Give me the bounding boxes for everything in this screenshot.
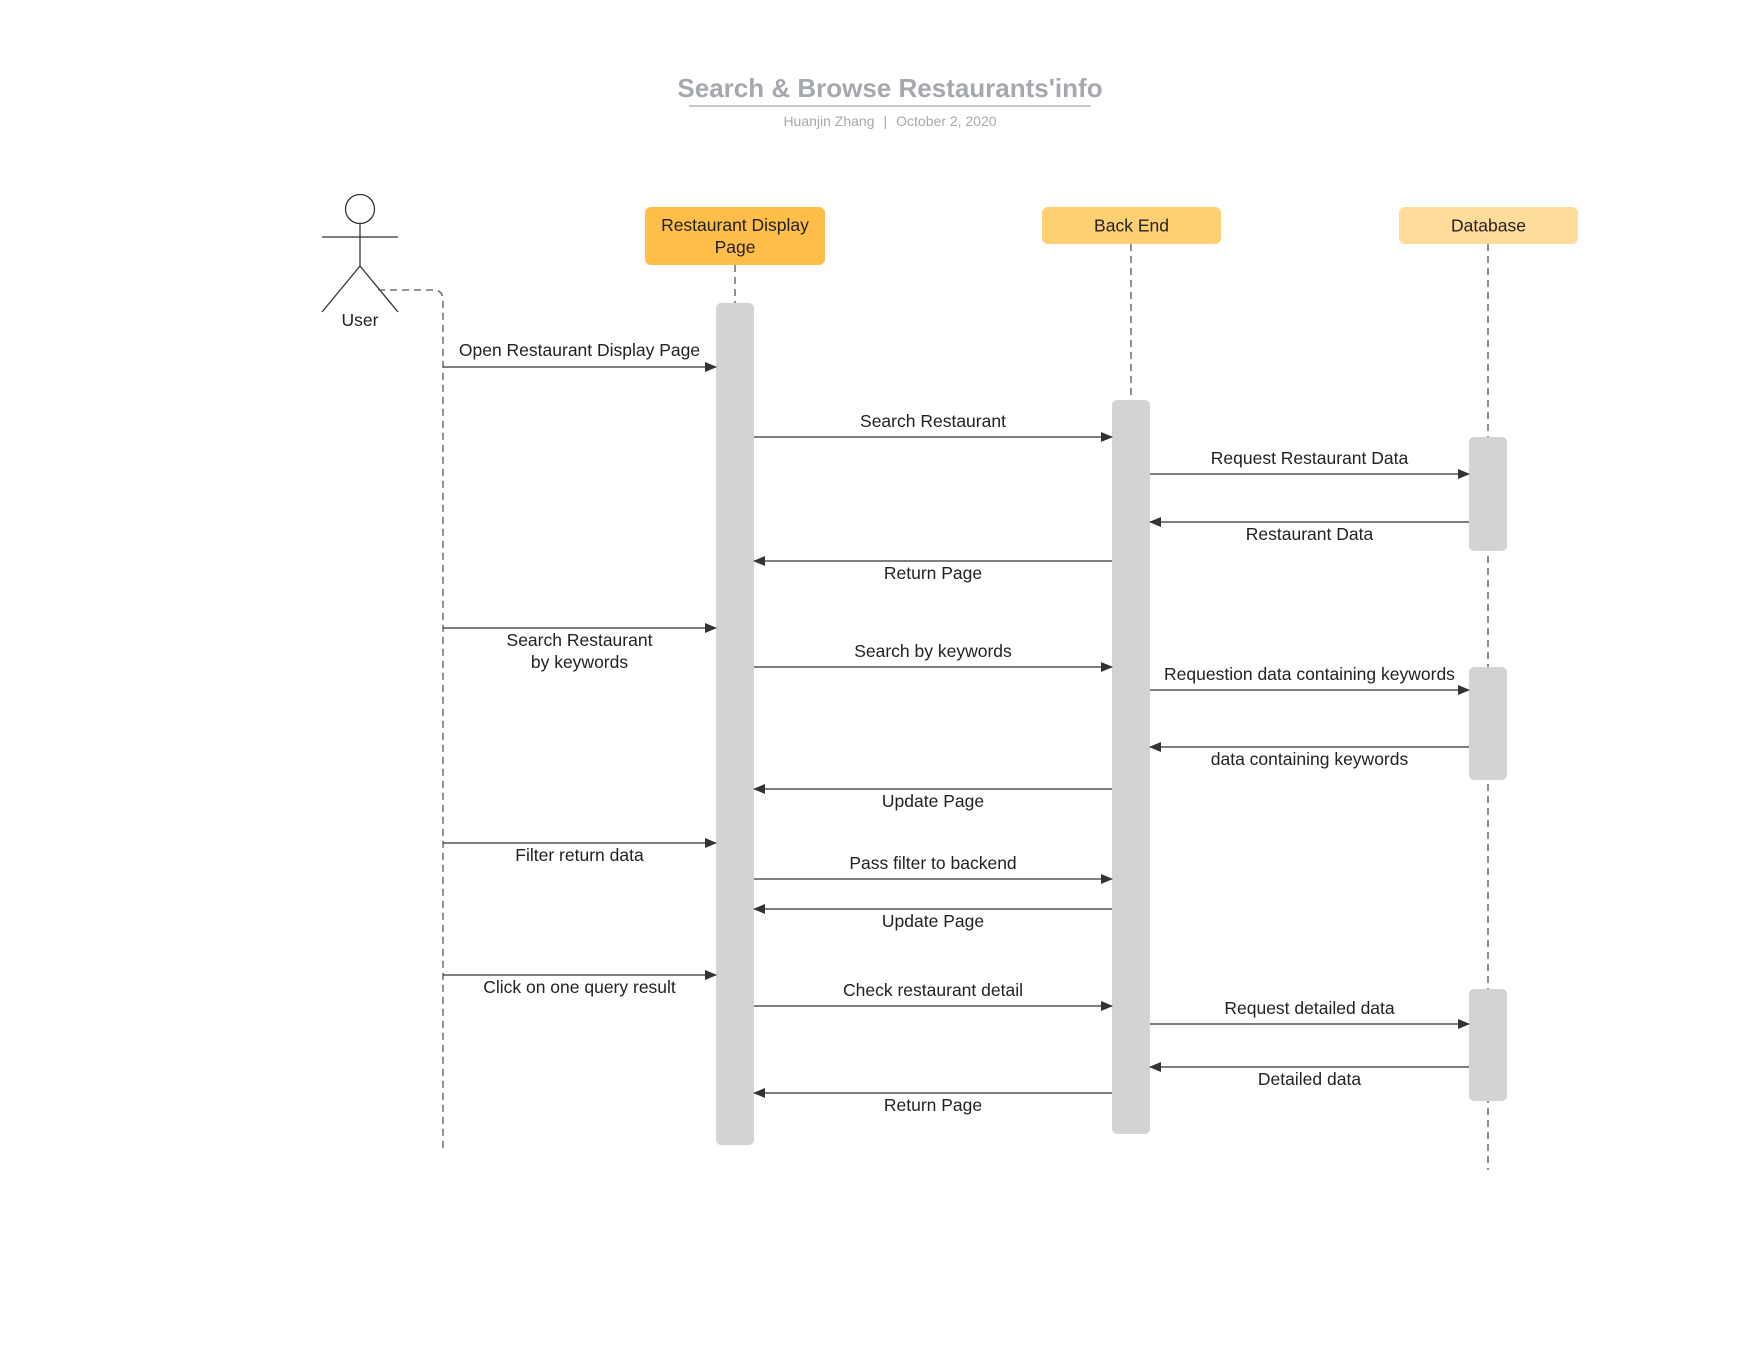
message-label-line: Click on one query result	[483, 977, 676, 997]
message-12: Pass filter to backend	[754, 853, 1113, 884]
message-label-line: Request Restaurant Data	[1211, 448, 1409, 468]
participant-label-line: Restaurant Display	[661, 215, 809, 235]
participant-label-line: Back End	[1094, 216, 1169, 236]
message-label: Requestion data containing keywords	[1164, 664, 1455, 684]
participant-box-page	[645, 207, 825, 265]
message-label-line: Filter return data	[515, 845, 644, 865]
message-18: Return Page	[753, 1088, 1112, 1115]
message-label: Update Page	[882, 911, 984, 931]
message-label: Check restaurant detail	[843, 980, 1023, 1000]
participant-label-line: Page	[715, 237, 756, 257]
message-1: Open Restaurant Display Page	[443, 340, 717, 372]
message-label: Return Page	[884, 1095, 982, 1115]
user-lifeline	[378, 289, 444, 1150]
message-label-line: Detailed data	[1258, 1069, 1361, 1089]
actor-user	[321, 193, 399, 313]
message-label: Request detailed data	[1224, 998, 1395, 1018]
message-5: Return Page	[753, 556, 1112, 583]
message-10: Update Page	[753, 784, 1112, 811]
message-label-line: Update Page	[882, 791, 984, 811]
message-label-line: Return Page	[884, 1095, 982, 1115]
message-2: Search Restaurant	[754, 411, 1113, 442]
author-name: Huanjin Zhang	[783, 113, 874, 129]
diagram-subtitle: Huanjin Zhang | October 2, 2020	[783, 113, 996, 129]
message-9: data containing keywords	[1149, 742, 1469, 769]
participant-label-backend: Back End	[1094, 216, 1169, 236]
message-13: Update Page	[753, 904, 1112, 931]
message-label-line: Requestion data containing keywords	[1164, 664, 1455, 684]
message-11: Filter return data	[443, 838, 717, 865]
message-label: data containing keywords	[1211, 749, 1409, 769]
participant-label-line: Database	[1451, 216, 1526, 236]
message-label-line: Search by keywords	[854, 641, 1012, 661]
message-16: Request detailed data	[1150, 998, 1470, 1029]
message-label: Search by keywords	[854, 641, 1012, 661]
message-label-line: by keywords	[531, 652, 629, 672]
message-17: Detailed data	[1149, 1062, 1469, 1089]
participant-box-db	[1399, 207, 1578, 244]
message-label: Request Restaurant Data	[1211, 448, 1409, 468]
diagram-title: Search & Browse Restaurants'info	[677, 73, 1102, 103]
activation-bar-db	[1469, 437, 1507, 551]
subtitle-separator: |	[884, 113, 888, 129]
message-label-line: Restaurant Data	[1246, 524, 1374, 544]
message-label-line: Pass filter to backend	[849, 853, 1016, 873]
activations-layer	[716, 303, 1507, 1145]
message-label-line: Search Restaurant	[507, 630, 653, 650]
message-label-line: Return Page	[884, 563, 982, 583]
message-label: Open Restaurant Display Page	[459, 340, 700, 360]
message-label-line: Update Page	[882, 911, 984, 931]
activation-bar-db	[1469, 667, 1507, 780]
message-label-line: data containing keywords	[1211, 749, 1409, 769]
lifelines-layer	[734, 244, 1489, 1170]
activation-bar-db	[1469, 989, 1507, 1101]
message-label-line: Open Restaurant Display Page	[459, 340, 700, 360]
message-7: Search by keywords	[754, 641, 1113, 672]
message-label: Update Page	[882, 791, 984, 811]
message-label-line: Check restaurant detail	[843, 980, 1023, 1000]
actor-user-label: User	[342, 310, 379, 330]
activation-bar-page	[716, 303, 754, 1145]
participant-label-db: Database	[1451, 216, 1526, 236]
activation-bar-backend	[1112, 400, 1150, 1134]
participant-box-backend	[1042, 207, 1221, 244]
message-label: Filter return data	[515, 845, 644, 865]
message-label: Restaurant Data	[1246, 524, 1374, 544]
diagram-date: October 2, 2020	[896, 113, 997, 129]
message-15: Check restaurant detail	[754, 980, 1113, 1011]
message-label-line: Search Restaurant	[860, 411, 1006, 431]
message-label: Return Page	[884, 563, 982, 583]
message-label: Pass filter to backend	[849, 853, 1016, 873]
message-label-line: Request detailed data	[1224, 998, 1395, 1018]
message-8: Requestion data containing keywords	[1150, 664, 1470, 695]
message-3: Request Restaurant Data	[1150, 448, 1470, 479]
message-label: Detailed data	[1258, 1069, 1361, 1089]
message-4: Restaurant Data	[1149, 517, 1469, 544]
message-label: Search Restaurant	[860, 411, 1006, 431]
message-label: Click on one query result	[483, 977, 676, 997]
message-14: Click on one query result	[443, 970, 717, 997]
